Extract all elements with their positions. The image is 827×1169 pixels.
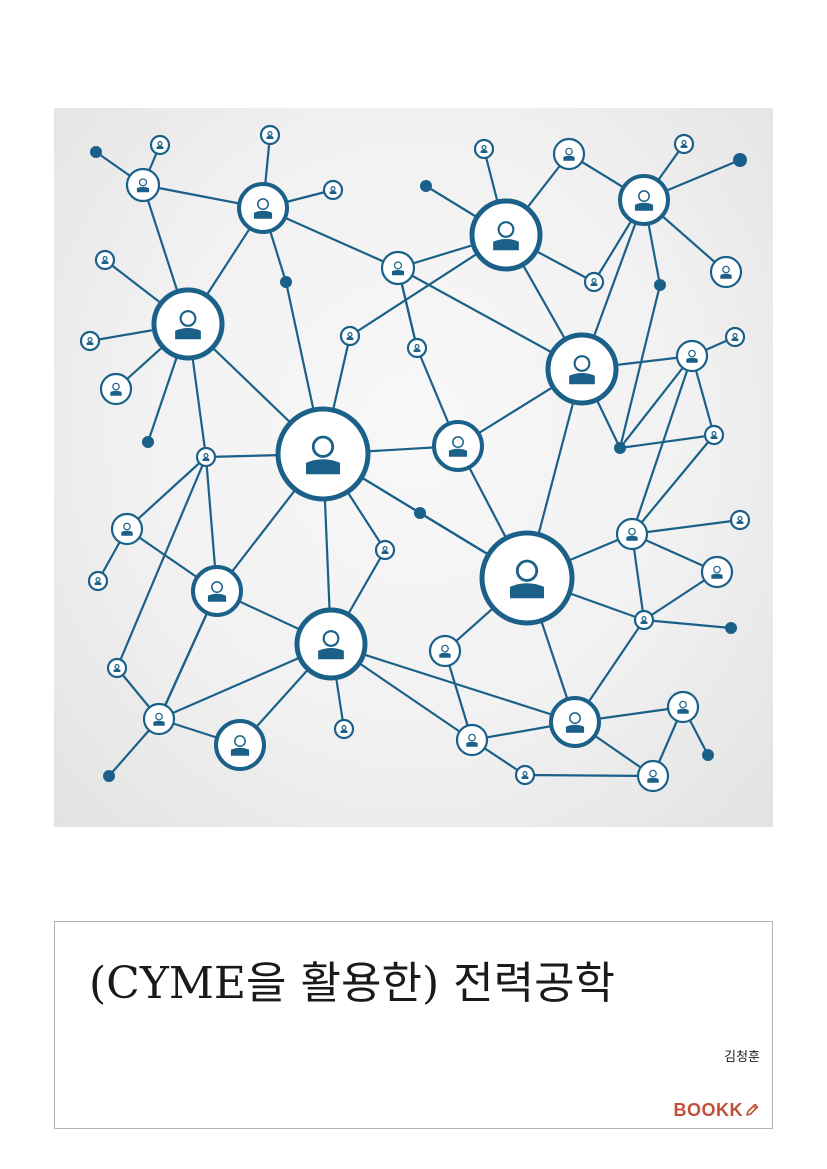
network-link xyxy=(631,434,715,535)
person-icon xyxy=(709,255,743,289)
person-icon xyxy=(214,719,266,771)
person-icon xyxy=(406,337,428,359)
person-icon xyxy=(110,512,144,546)
network-link xyxy=(618,284,662,449)
network-node-icon xyxy=(414,507,426,519)
person-icon xyxy=(583,271,605,293)
person-icon xyxy=(615,517,649,551)
person-icon xyxy=(666,690,700,724)
person-icon xyxy=(99,372,133,406)
person-icon xyxy=(125,167,161,203)
person-icon xyxy=(549,696,601,748)
person-icon xyxy=(636,759,670,793)
person-icon xyxy=(191,565,243,617)
person-icon xyxy=(79,330,101,352)
network-link xyxy=(126,456,207,530)
author-name: 김청훈 xyxy=(724,1050,760,1065)
person-icon xyxy=(322,179,344,201)
person-icon xyxy=(724,326,746,348)
person-icon xyxy=(294,607,368,681)
network-link xyxy=(630,355,694,535)
network-link xyxy=(631,518,741,536)
network-nodes xyxy=(79,124,751,793)
network-node-icon xyxy=(280,276,292,288)
network-link xyxy=(524,773,654,778)
publisher-logo: BOOKK xyxy=(674,1098,761,1122)
person-icon xyxy=(142,702,176,736)
person-icon xyxy=(259,124,281,146)
person-icon xyxy=(479,530,575,626)
pencil-icon xyxy=(746,1103,759,1116)
person-icon xyxy=(545,332,619,406)
person-icon xyxy=(106,657,128,679)
person-icon xyxy=(339,325,361,347)
person-icon xyxy=(675,339,709,373)
person-icon xyxy=(618,174,670,226)
network-node-icon xyxy=(103,770,115,782)
person-icon xyxy=(195,446,217,468)
person-icon xyxy=(237,182,289,234)
network-node-icon xyxy=(420,180,432,192)
person-icon xyxy=(673,133,695,155)
book-title: (CYME을 활용한) 전력공학 xyxy=(89,958,616,1009)
network-link xyxy=(619,433,715,450)
network-node-icon xyxy=(654,279,666,291)
network-diagram xyxy=(79,124,751,793)
person-icon xyxy=(703,424,725,446)
network-link xyxy=(115,456,208,669)
publisher-name: BOOKK xyxy=(673,1099,743,1120)
network-node-icon xyxy=(702,749,714,761)
person-icon xyxy=(94,249,116,271)
network-node-icon xyxy=(614,442,626,454)
cover-illustration xyxy=(54,108,773,827)
person-icon xyxy=(432,420,484,472)
person-icon xyxy=(333,718,355,740)
network-link xyxy=(330,642,576,724)
person-icon xyxy=(469,198,543,272)
person-icon xyxy=(473,138,495,160)
person-icon xyxy=(428,634,462,668)
network-node-icon xyxy=(142,436,154,448)
person-icon xyxy=(380,250,416,286)
person-icon xyxy=(700,555,734,589)
person-icon xyxy=(514,764,536,786)
person-icon xyxy=(149,134,171,156)
person-icon xyxy=(87,570,109,592)
network-links xyxy=(89,134,741,778)
person-icon xyxy=(633,609,655,631)
network-link xyxy=(643,618,732,630)
person-icon xyxy=(455,723,489,757)
network-node-icon xyxy=(90,146,102,158)
title-box: (CYME을 활용한) 전력공학 김청훈 BOOKK xyxy=(54,921,773,1129)
person-icon xyxy=(729,509,751,531)
person-icon xyxy=(552,137,586,171)
person-icon xyxy=(275,406,371,502)
network-link xyxy=(619,355,693,449)
person-icon xyxy=(374,539,396,561)
network-node-icon xyxy=(725,622,737,634)
network-node-icon xyxy=(733,153,747,167)
person-icon xyxy=(151,287,225,361)
